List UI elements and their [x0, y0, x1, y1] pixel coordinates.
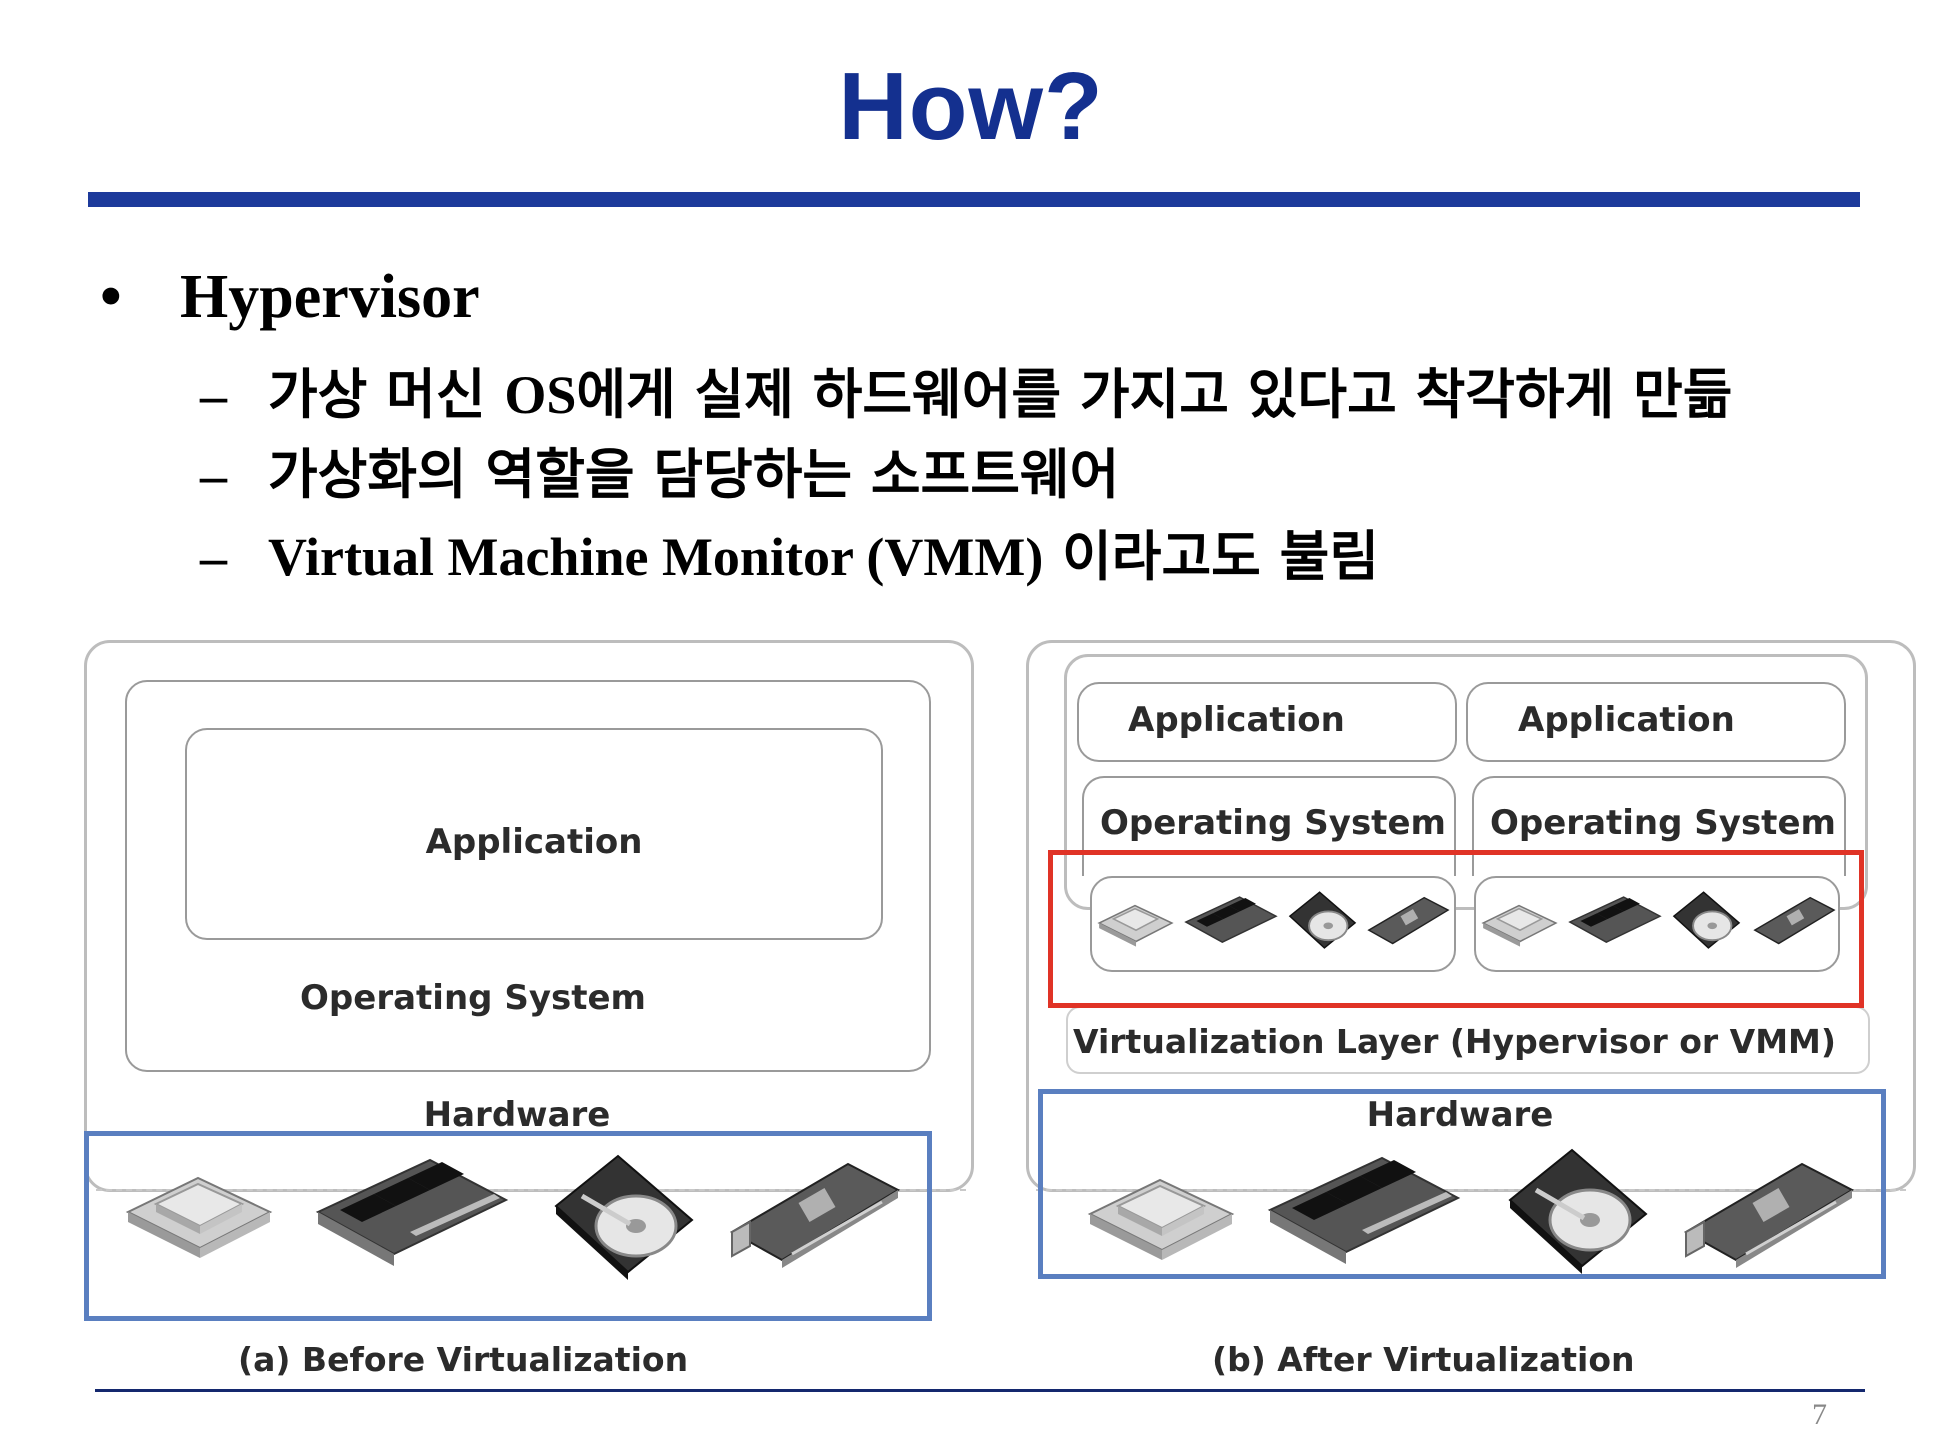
before-hardware-label: Hardware — [423, 1095, 611, 1135]
vm-right-os-label: Operating System — [1490, 803, 1836, 843]
after-virtualization-caption: (b) After Virtualization — [1212, 1340, 1635, 1379]
cpu-icon — [1087, 1178, 1235, 1260]
vm-right-os-box — [1472, 776, 1846, 876]
vm-left-os-box — [1082, 776, 1456, 876]
memory-icon — [1184, 896, 1278, 943]
sub-bullet-text: OS — [504, 365, 577, 425]
network-card-icon — [729, 1162, 901, 1268]
cpu-icon — [1097, 904, 1174, 947]
hard-disk-icon — [554, 1154, 694, 1280]
before-app-box — [185, 728, 883, 940]
vm-right-app-box — [1466, 682, 1846, 762]
bullet-text: Hypervisor — [180, 263, 480, 331]
sub-bullet-2: –가상화의 역할을 담당하는 소프트웨어 — [200, 430, 1119, 509]
sub-bullet-marker: – — [200, 445, 227, 505]
before-hardware-dashed-line — [96, 1189, 966, 1191]
sub-bullet-text: 이라고도 불림 — [1043, 525, 1380, 588]
sub-bullet-text: 가상 머신 — [268, 363, 505, 426]
slide-title: How? — [838, 53, 1104, 160]
sub-bullet-marker: – — [200, 365, 227, 425]
after-hardware-highlight — [1038, 1089, 1886, 1279]
sub-bullet-1: –가상 머신 OS에게 실제 하드웨어를 가지고 있다고 착각하게 만듦 — [200, 350, 1732, 429]
vm-left-application-label: Application — [1128, 700, 1345, 740]
footer-rule — [95, 1389, 1865, 1392]
vm-right-application-label: Application — [1518, 700, 1735, 740]
sub-bullet-3: –Virtual Machine Monitor (VMM) 이라고도 불림 — [200, 512, 1379, 591]
after-hardware-dashed-line — [1036, 1189, 1906, 1191]
virtualization-layer-box — [1066, 1006, 1870, 1074]
memory-icon — [1267, 1156, 1461, 1264]
hard-disk-icon — [1508, 1148, 1648, 1274]
bullet-marker: • — [100, 263, 122, 331]
vm-container-frame — [1064, 654, 1868, 910]
before-os-label: Operating System — [300, 978, 646, 1018]
virtual-hardware-highlight — [1048, 850, 1864, 1008]
memory-icon — [1568, 896, 1662, 943]
vm-left-os-label: Operating System — [1100, 803, 1446, 843]
bullet-hypervisor: • Hypervisor — [100, 262, 480, 333]
before-hardware-highlight — [84, 1131, 932, 1321]
sub-bullet-text: 에게 실제 하드웨어를 가지고 있다고 착각하게 만듦 — [576, 363, 1733, 426]
sub-bullet-text: 가상화의 역할을 담당하는 소프트웨어 — [268, 443, 1120, 506]
network-card-icon — [1753, 896, 1836, 945]
page-number: 7 — [1812, 1398, 1827, 1431]
sub-bullet-text: Virtual Machine Monitor (VMM) — [268, 527, 1044, 587]
vm-left-app-box — [1077, 682, 1457, 762]
before-virtualization-caption: (a) Before Virtualization — [238, 1340, 689, 1379]
virtualization-layer-label: Virtualization Layer (Hypervisor or VMM) — [1073, 1022, 1836, 1061]
network-card-icon — [1367, 896, 1450, 945]
hard-disk-icon — [1288, 891, 1357, 949]
hard-disk-icon — [1672, 891, 1741, 949]
before-application-label: Application — [425, 822, 643, 862]
memory-icon — [315, 1158, 509, 1266]
title-underline — [88, 192, 1860, 207]
sub-bullet-marker: – — [200, 527, 227, 587]
cpu-icon — [125, 1176, 273, 1258]
cpu-icon — [1481, 904, 1558, 947]
after-hardware-label: Hardware — [1366, 1095, 1554, 1135]
network-card-icon — [1683, 1162, 1855, 1268]
